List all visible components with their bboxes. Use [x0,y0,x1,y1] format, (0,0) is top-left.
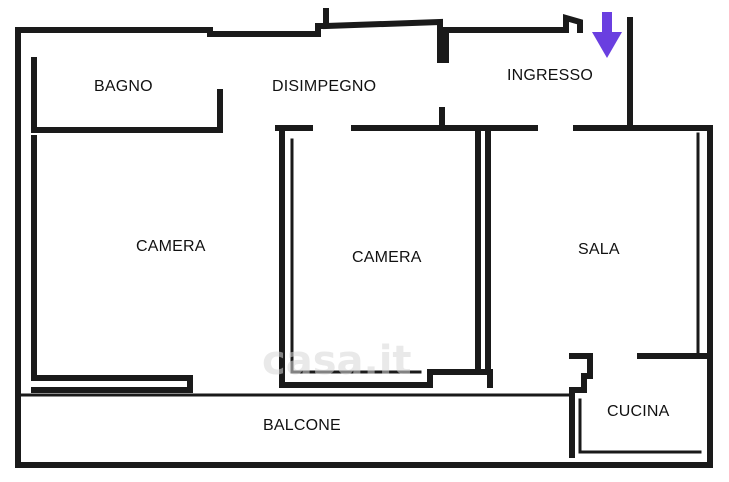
room-label-sala: SALA [578,241,620,258]
camera-2-right-wall [475,131,491,375]
camera-2-inner-wall [290,138,422,374]
camera-1-wall [31,135,193,393]
bagno-wall [31,57,223,133]
camera-2-top-wall [351,107,538,131]
cucina-inner-wall [578,398,702,454]
room-label-disimpegno: DISIMPEGNO [272,78,377,95]
room-label-balcone: BALCONE [263,417,341,434]
room-label-ingresso: INGRESSO [507,67,594,84]
cucina-wall [569,353,713,458]
room-label-camera-2: CAMERA [352,249,422,266]
outer-wall-top [15,8,583,63]
room-label-camera-1: CAMERA [136,238,206,255]
room-label-bagno: BAGNO [94,78,153,95]
room-label-cucina: CUCINA [607,403,670,420]
arrow-down-icon [592,12,622,58]
